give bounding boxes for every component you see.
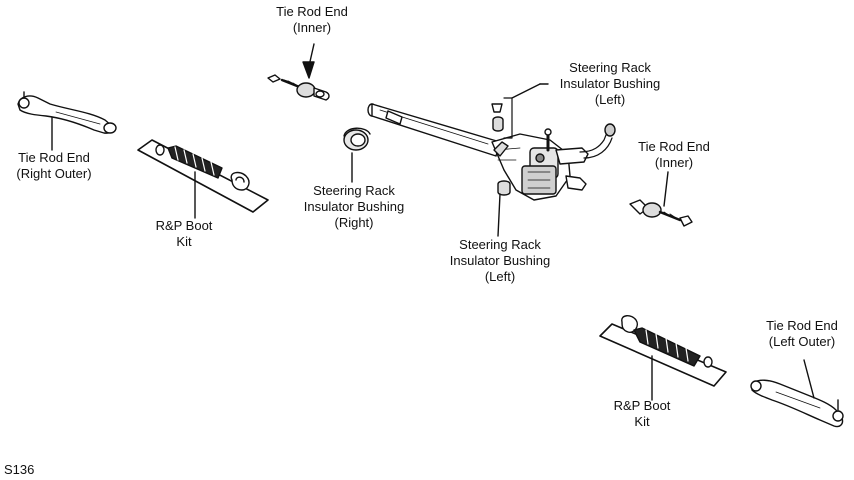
tie-rod-end-inner-right-part xyxy=(629,199,693,227)
tie-rod-end-left-outer-part xyxy=(750,379,844,428)
label-tie-rod-end-inner-top: Tie Rod End(Inner) xyxy=(276,4,348,35)
figure-code: S136 xyxy=(4,462,35,477)
tie-rod-end-right-outer-part xyxy=(17,91,117,134)
rp-boot-kit-left-part xyxy=(137,139,269,213)
insulator-bushing-left-top-part xyxy=(491,103,504,132)
rp-boot-kit-right-part xyxy=(599,315,727,387)
label-tie-rod-end-inner-right: Tie Rod End(Inner) xyxy=(638,139,710,170)
steering-rack-housing-part xyxy=(367,103,616,201)
insulator-bushing-right-part xyxy=(343,127,371,151)
tie-rod-end-inner-top-part xyxy=(267,74,330,101)
label-tie-rod-end-left-outer: Tie Rod End(Left Outer) xyxy=(766,318,838,349)
label-tie-rod-end-right-outer: Tie Rod End(Right Outer) xyxy=(16,150,92,181)
insulator-bushing-left-bottom-part xyxy=(497,180,511,196)
